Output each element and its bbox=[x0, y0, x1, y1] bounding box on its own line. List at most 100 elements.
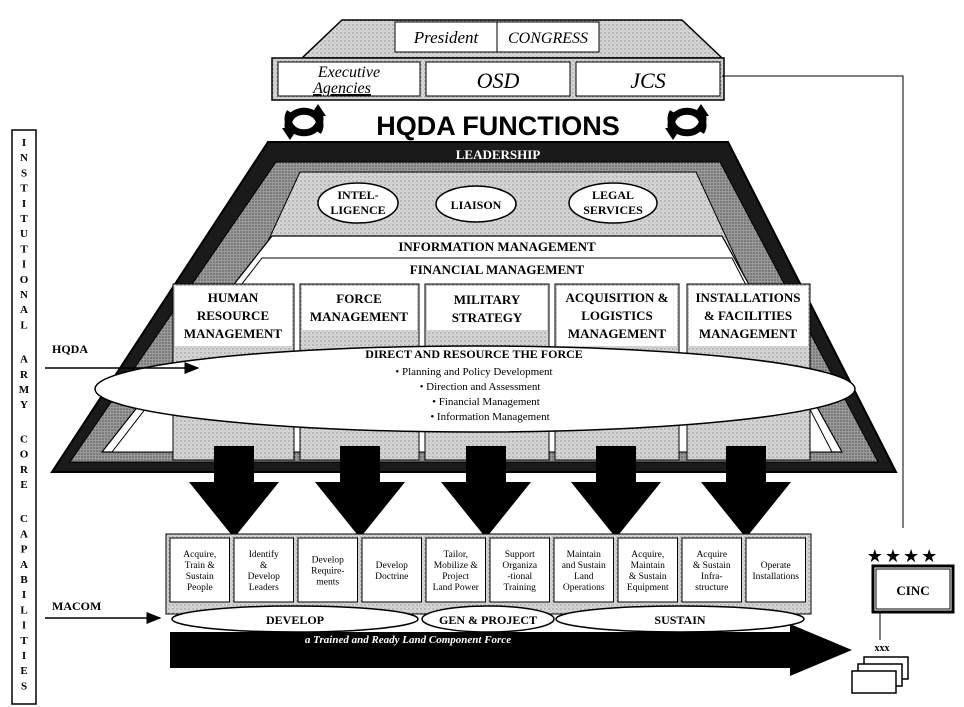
function-installations-facilities: INSTALLATIONS & FACILITIES MANAGEMENT bbox=[696, 290, 801, 341]
intelligence-oval: INTEL- LIGENCE bbox=[317, 182, 399, 224]
macom-box-text: & bbox=[260, 561, 268, 571]
svg-text:FORCE: FORCE bbox=[336, 291, 382, 306]
macom-label: MACOM bbox=[52, 599, 101, 613]
direct-bullet-3: • Financial Management bbox=[432, 396, 540, 408]
svg-text:& FACILITIES: & FACILITIES bbox=[704, 308, 792, 323]
svg-text:DEVELOP: DEVELOP bbox=[266, 613, 324, 627]
direct-resource-title: DIRECT AND RESOURCE THE FORCE bbox=[365, 347, 583, 361]
force-arrow bbox=[170, 624, 852, 676]
macom-box-text: Land Power bbox=[433, 583, 480, 593]
force-label: a Trained and Ready Land Component Force bbox=[305, 634, 511, 646]
macom-box-text: Infra- bbox=[701, 571, 723, 582]
congress-box bbox=[496, 21, 600, 53]
direct-bullet-1: • Planning and Policy Development bbox=[395, 366, 552, 378]
function-acquisition-logistics: ACQUISITION & LOGISTICS MANAGEMENT bbox=[566, 290, 669, 341]
macom-box-text: & Sustain bbox=[629, 572, 667, 582]
macom-box-text: -tional bbox=[507, 572, 532, 582]
executive-label-line2: Agencies bbox=[312, 80, 371, 97]
direct-bullet-2: • Direction and Assessment bbox=[420, 381, 541, 393]
macom-box-text: People bbox=[187, 583, 213, 593]
function-force-management: FORCE MANAGEMENT bbox=[310, 291, 409, 324]
svg-text:MANAGEMENT: MANAGEMENT bbox=[184, 326, 283, 341]
macom-box-text: Training bbox=[504, 583, 537, 593]
macom-box-text: Organiza bbox=[502, 561, 537, 571]
macom-box-text: Doctrine bbox=[375, 572, 408, 582]
left-label-box bbox=[11, 129, 37, 705]
xxx-label: xxx bbox=[875, 643, 890, 654]
leadership-label: LEADERSHIP bbox=[456, 147, 541, 162]
executive-agencies-box bbox=[277, 61, 421, 97]
financial-management-label: FINANCIAL MANAGEMENT bbox=[410, 262, 585, 277]
svg-text:HUMAN: HUMAN bbox=[208, 290, 259, 305]
gen-project-oval: GEN & PROJECT bbox=[421, 605, 555, 633]
macom-box-text: ments bbox=[316, 578, 339, 588]
exchange-arrow-left-icon bbox=[282, 104, 326, 140]
direct-resource-oval: DIRECT AND RESOURCE THE FORCE • Planning… bbox=[94, 345, 856, 433]
macom-boxes: Acquire,Train &SustainPeopleIdentify&Dev… bbox=[169, 537, 806, 603]
liaison-oval: LIAISON bbox=[435, 185, 517, 223]
macom-box-text: Operations bbox=[563, 583, 605, 593]
macom-box-text: Land bbox=[574, 572, 594, 582]
information-management-label: INFORMATION MANAGEMENT bbox=[398, 239, 596, 254]
hqda-functions-title: HQDA FUNCTIONS bbox=[376, 111, 620, 141]
macom-box-text: Develop bbox=[312, 556, 344, 566]
svg-text:RESOURCE: RESOURCE bbox=[197, 308, 269, 323]
macom-box-text: and Sustain bbox=[562, 561, 606, 571]
macom-box-text: structure bbox=[695, 583, 728, 593]
macom-box-text: Equipment bbox=[627, 583, 669, 593]
svg-text:MANAGEMENT: MANAGEMENT bbox=[568, 326, 667, 341]
unit-stack-icon bbox=[851, 656, 909, 694]
sustain-oval: SUSTAIN bbox=[555, 605, 805, 633]
svg-text:STRATEGY: STRATEGY bbox=[452, 310, 523, 325]
downward-arrows bbox=[189, 446, 791, 538]
macom-box-text: Maintain bbox=[567, 550, 602, 560]
macom-box-text: Installations bbox=[753, 572, 800, 582]
president-label: President bbox=[413, 28, 480, 47]
macom-box-text: Operate bbox=[761, 561, 791, 571]
svg-text:MANAGEMENT: MANAGEMENT bbox=[310, 309, 409, 324]
cinc-label: CINC bbox=[896, 583, 929, 598]
macom-box-text: Tailor, bbox=[443, 550, 468, 560]
svg-text:SERVICES: SERVICES bbox=[583, 203, 643, 217]
macom-box-text: Support bbox=[505, 550, 535, 560]
svg-text:LOGISTICS: LOGISTICS bbox=[581, 308, 653, 323]
macom-box-text: Train & bbox=[185, 561, 216, 571]
macom-box-text: Develop bbox=[376, 561, 408, 571]
svg-text:ACQUISITION &: ACQUISITION & bbox=[566, 290, 669, 305]
cinc-stars-icon: ★★★★ bbox=[867, 546, 940, 566]
macom-box-text: Acquire, bbox=[631, 550, 664, 560]
macom-box-text: Leaders bbox=[249, 583, 279, 593]
jcs-label: JCS bbox=[630, 68, 665, 93]
svg-text:GEN & PROJECT: GEN & PROJECT bbox=[439, 613, 537, 627]
macom-box-text: Mobilize & bbox=[434, 561, 479, 571]
executive-label-line1: Executive bbox=[317, 64, 380, 81]
legal-services-oval: LEGAL SERVICES bbox=[568, 182, 658, 224]
macom-box-text: Maintain bbox=[631, 561, 666, 571]
macom-box-text: Identify bbox=[249, 549, 279, 560]
macom-box-text: Acquire bbox=[696, 550, 727, 560]
function-military-strategy: MILITARY STRATEGY bbox=[452, 292, 523, 325]
svg-text:MILITARY: MILITARY bbox=[454, 292, 521, 307]
svg-text:LEGAL: LEGAL bbox=[592, 188, 634, 202]
macom-box-text: Develop bbox=[248, 572, 280, 582]
function-human-resource: HUMAN RESOURCE MANAGEMENT bbox=[184, 290, 283, 341]
macom-box-text: & Sustain bbox=[693, 561, 731, 571]
osd-label: OSD bbox=[477, 68, 520, 93]
develop-oval: DEVELOP bbox=[171, 605, 419, 633]
svg-text:INSTALLATIONS: INSTALLATIONS bbox=[696, 290, 801, 305]
top-structure: President CONGRESS Executive Agencies OS… bbox=[271, 19, 725, 101]
jcs-cinc-connector bbox=[722, 75, 904, 520]
macom-box-text: Require- bbox=[311, 567, 344, 577]
svg-text:SUSTAIN: SUSTAIN bbox=[654, 613, 705, 627]
